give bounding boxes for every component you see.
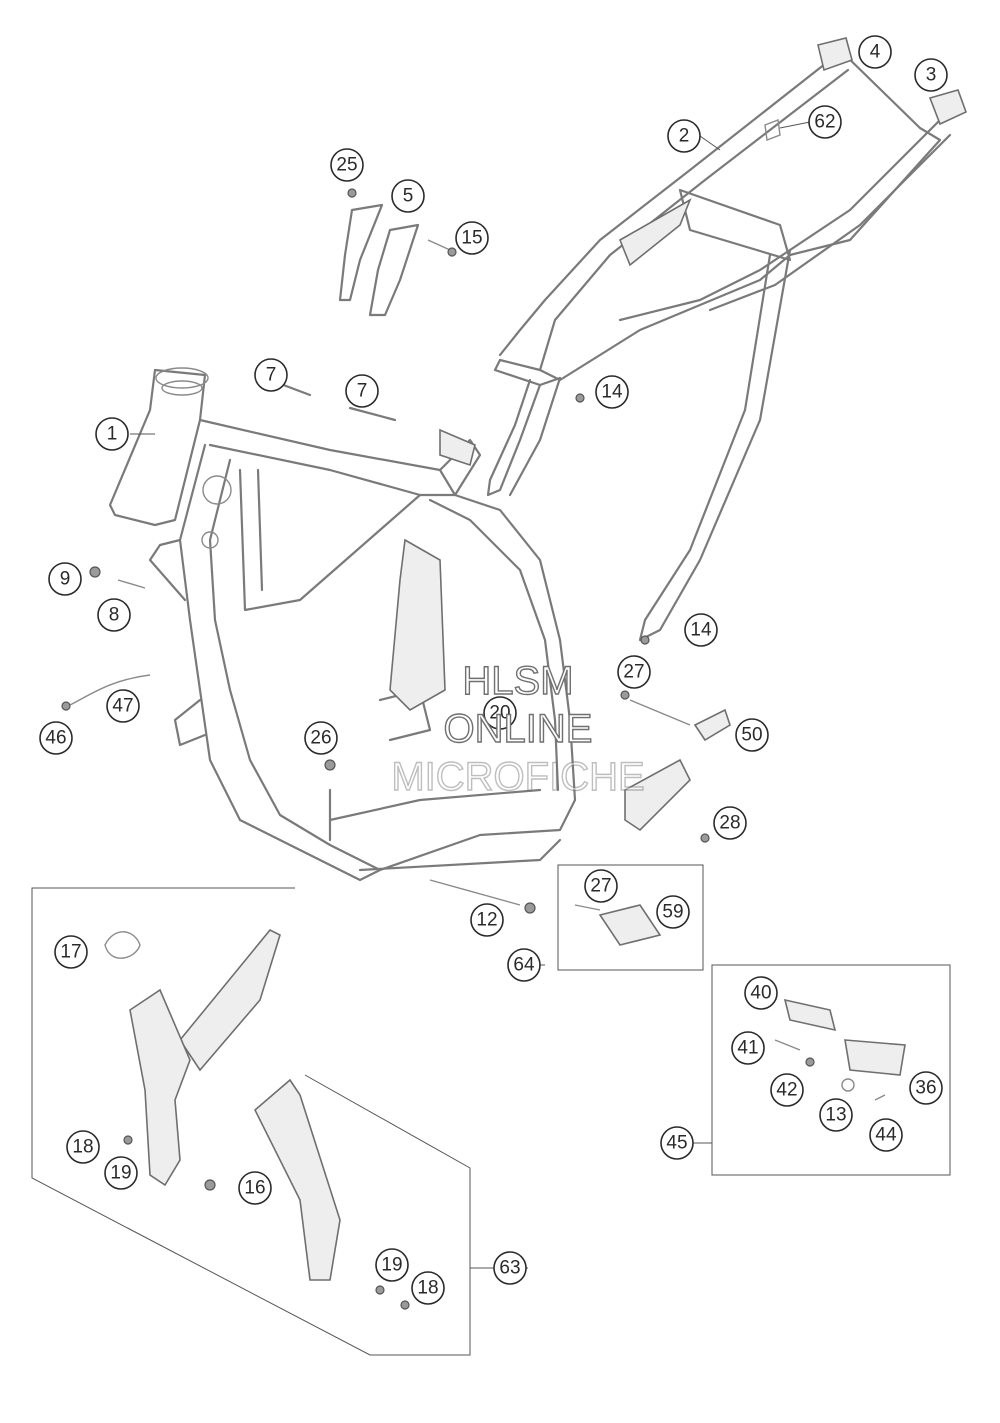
svg-text:28: 28 bbox=[719, 813, 740, 834]
svg-text:62: 62 bbox=[814, 112, 835, 133]
subframe bbox=[486, 37, 968, 642]
callout-41[interactable]: 41 bbox=[731, 1031, 765, 1065]
callout-9[interactable]: 9 bbox=[48, 562, 82, 596]
callout-20[interactable]: 20 bbox=[483, 696, 517, 730]
svg-text:26: 26 bbox=[310, 728, 331, 749]
svg-text:63: 63 bbox=[499, 1258, 520, 1279]
svg-text:64: 64 bbox=[513, 955, 535, 976]
watermark: HLSM ONLINE MICROFICHE bbox=[391, 658, 646, 799]
svg-text:3: 3 bbox=[926, 65, 937, 86]
callout-46[interactable]: 46 bbox=[39, 721, 73, 755]
callout-40[interactable]: 40 bbox=[744, 976, 778, 1010]
svg-text:40: 40 bbox=[750, 983, 771, 1004]
callout-44[interactable]: 44 bbox=[869, 1118, 903, 1152]
callout-36[interactable]: 36 bbox=[909, 1071, 943, 1105]
callout-8[interactable]: 8 bbox=[97, 598, 131, 632]
callout-19a[interactable]: 19 bbox=[104, 1156, 138, 1190]
callout-27a[interactable]: 27 bbox=[617, 655, 651, 689]
svg-text:1: 1 bbox=[107, 424, 118, 445]
svg-text:15: 15 bbox=[461, 228, 482, 249]
svg-text:17: 17 bbox=[60, 942, 81, 963]
callout-14b[interactable]: 14 bbox=[684, 613, 718, 647]
svg-text:8: 8 bbox=[109, 605, 120, 626]
callout-3[interactable]: 3 bbox=[914, 58, 948, 92]
watermark-line-2: ONLINE bbox=[444, 707, 593, 751]
svg-text:13: 13 bbox=[825, 1105, 846, 1126]
callout-5[interactable]: 5 bbox=[391, 179, 425, 213]
svg-text:27: 27 bbox=[590, 876, 611, 897]
svg-text:18: 18 bbox=[72, 1137, 93, 1158]
box-45 bbox=[711, 964, 951, 1176]
svg-text:12: 12 bbox=[476, 910, 497, 931]
svg-text:44: 44 bbox=[875, 1125, 897, 1146]
svg-text:42: 42 bbox=[776, 1080, 797, 1101]
callout-2[interactable]: 2 bbox=[667, 119, 701, 153]
svg-text:7: 7 bbox=[266, 365, 277, 386]
main-frame bbox=[108, 367, 577, 914]
callout-64[interactable]: 64 bbox=[507, 948, 541, 982]
callout-17[interactable]: 17 bbox=[54, 935, 88, 969]
callout-16[interactable]: 16 bbox=[238, 1171, 272, 1205]
svg-text:46: 46 bbox=[45, 728, 66, 749]
callout-62[interactable]: 62 bbox=[808, 105, 842, 139]
callout-18b[interactable]: 18 bbox=[411, 1271, 445, 1305]
svg-text:50: 50 bbox=[741, 725, 762, 746]
svg-text:45: 45 bbox=[666, 1133, 687, 1154]
svg-text:19: 19 bbox=[381, 1255, 402, 1276]
bracket-5 bbox=[338, 188, 457, 317]
callout-26[interactable]: 26 bbox=[304, 721, 338, 755]
svg-text:19: 19 bbox=[110, 1163, 131, 1184]
svg-text:47: 47 bbox=[112, 696, 133, 717]
callout-45[interactable]: 45 bbox=[660, 1126, 694, 1160]
callout-4[interactable]: 4 bbox=[858, 35, 892, 69]
callout-7b[interactable]: 7 bbox=[345, 374, 379, 408]
callout-14a[interactable]: 14 bbox=[595, 375, 629, 409]
callouts: 1 2 3 4 5 7 7 8 9 12 13 14 14 15 16 17 1… bbox=[39, 35, 948, 1305]
callout-7a[interactable]: 7 bbox=[254, 358, 288, 392]
callout-19b[interactable]: 19 bbox=[375, 1248, 409, 1282]
callout-47[interactable]: 47 bbox=[106, 689, 140, 723]
callout-18a[interactable]: 18 bbox=[66, 1130, 100, 1164]
callout-50[interactable]: 50 bbox=[735, 718, 769, 752]
side-stand bbox=[624, 699, 731, 832]
svg-text:20: 20 bbox=[489, 703, 510, 724]
svg-text:25: 25 bbox=[336, 155, 357, 176]
callout-12[interactable]: 12 bbox=[470, 903, 504, 937]
svg-text:9: 9 bbox=[60, 569, 71, 590]
callout-25[interactable]: 25 bbox=[330, 148, 364, 182]
svg-text:59: 59 bbox=[662, 902, 683, 923]
svg-text:14: 14 bbox=[690, 620, 712, 641]
callout-28[interactable]: 28 bbox=[713, 806, 747, 840]
callout-27b[interactable]: 27 bbox=[584, 869, 618, 903]
svg-text:36: 36 bbox=[915, 1078, 936, 1099]
callout-63[interactable]: 63 bbox=[493, 1251, 527, 1285]
svg-text:4: 4 bbox=[870, 42, 881, 63]
callout-15[interactable]: 15 bbox=[455, 221, 489, 255]
svg-text:18: 18 bbox=[417, 1278, 438, 1299]
watermark-line-3: MICROFICHE bbox=[391, 755, 644, 799]
hardware-left bbox=[61, 393, 710, 843]
svg-text:16: 16 bbox=[244, 1178, 265, 1199]
box-63 bbox=[31, 887, 471, 1356]
svg-text:2: 2 bbox=[679, 126, 690, 147]
callout-42[interactable]: 42 bbox=[770, 1073, 804, 1107]
callout-13[interactable]: 13 bbox=[819, 1098, 853, 1132]
callout-1[interactable]: 1 bbox=[95, 417, 129, 451]
svg-text:14: 14 bbox=[601, 382, 623, 403]
watermark-line-1: HLSM bbox=[462, 659, 573, 703]
svg-text:7: 7 bbox=[357, 381, 368, 402]
svg-text:41: 41 bbox=[737, 1038, 758, 1059]
callout-59[interactable]: 59 bbox=[656, 895, 690, 929]
box-64 bbox=[557, 864, 704, 971]
svg-text:5: 5 bbox=[403, 186, 414, 207]
svg-text:27: 27 bbox=[623, 662, 644, 683]
